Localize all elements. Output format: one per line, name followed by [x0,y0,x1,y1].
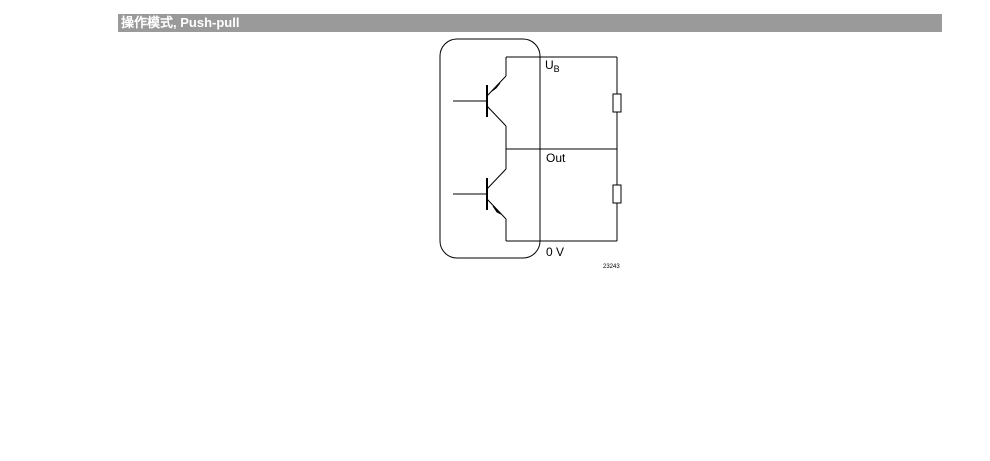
figure-number: 23243 [603,264,620,270]
section-header: 操作模式, Push-pull [118,14,942,32]
output-label: Out [546,151,566,165]
section-title: 操作模式, Push-pull [121,15,240,30]
lower-emitter-arrow [492,205,502,215]
resistor-upper [612,93,622,113]
upper-emitter-arrow [491,82,501,92]
lower-transistor [453,149,507,241]
resistor-lower [612,184,622,204]
ground-label: 0 V [546,245,564,259]
supply-label: UB [545,58,560,74]
upper-transistor [453,57,507,149]
